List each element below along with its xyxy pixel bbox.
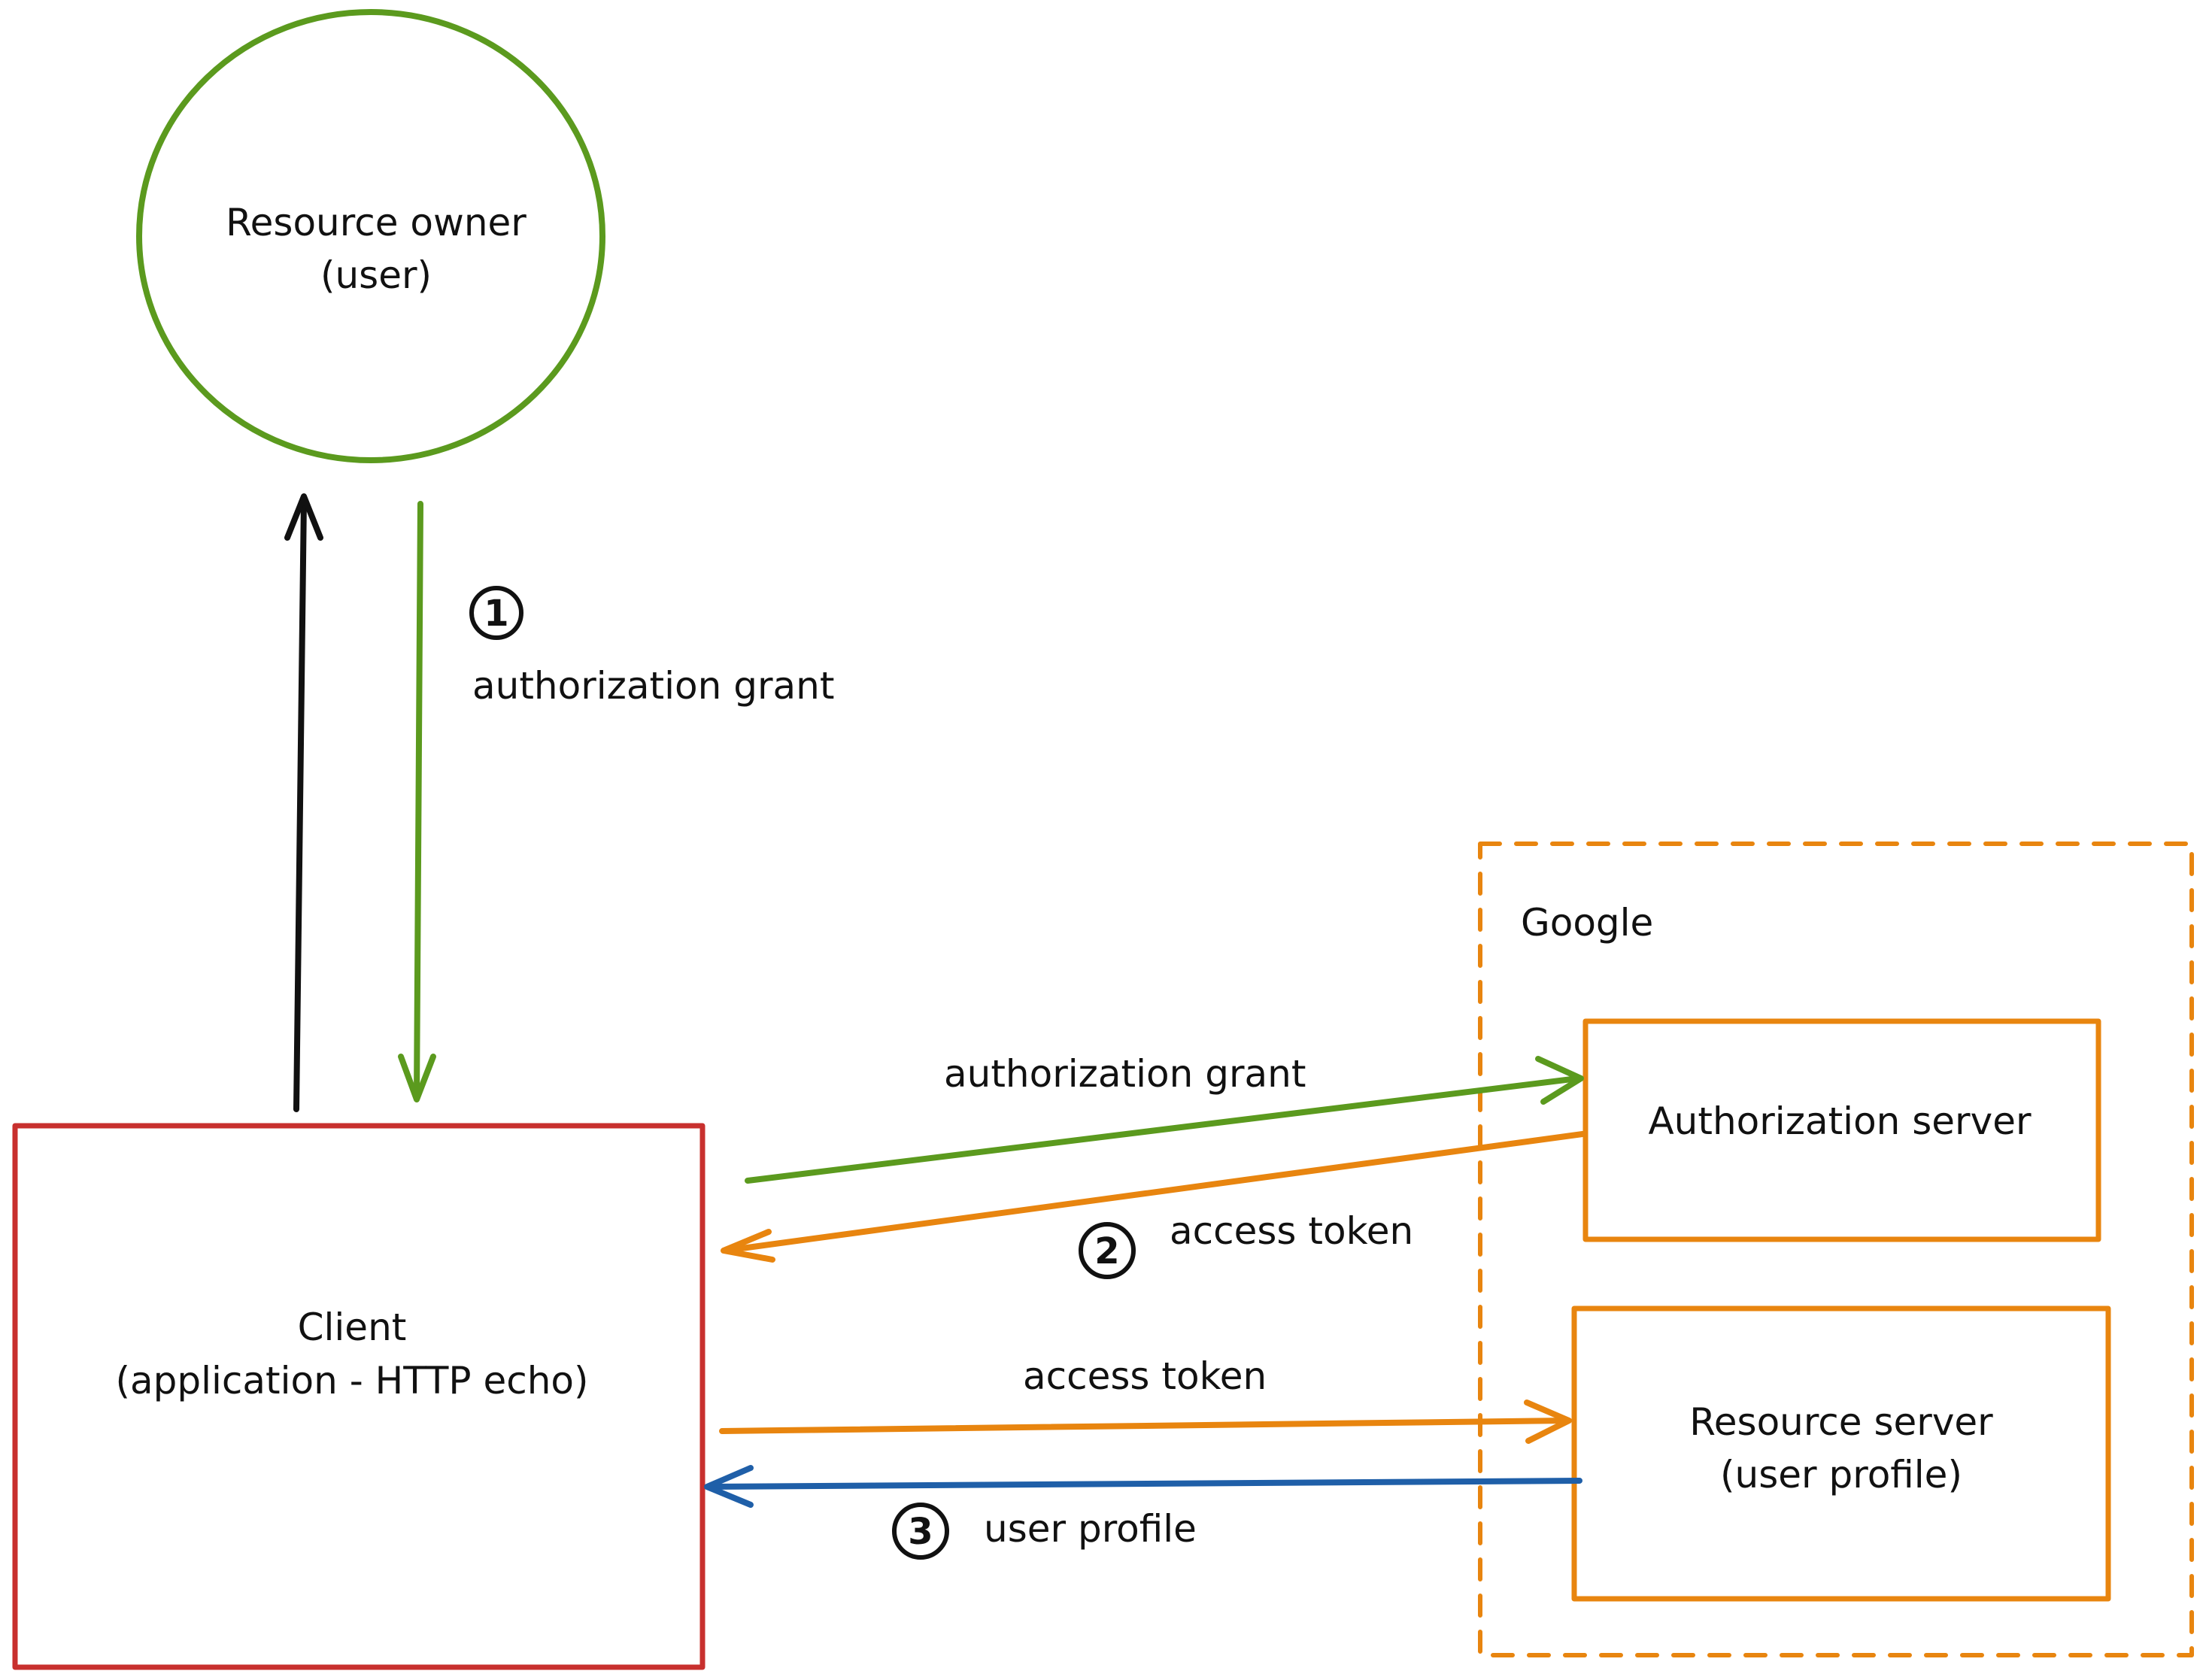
google-group-border [1478,842,2194,1657]
resource-owner-sublabel: (user) [320,253,432,297]
token-to-client-line [722,1131,1585,1254]
authorization-server-label: Authorization server [1648,1099,2032,1143]
step1-number: 1 [484,593,508,635]
client-to-owner-arrowhead [284,493,323,541]
resource-server-label: Resource server [1689,1400,1993,1444]
client-box [12,1123,705,1670]
client-to-owner-line [293,497,307,1112]
authorization-server-box [1582,1018,2101,1242]
step3-label: user profile [984,1507,1197,1551]
token-to-resource-line [719,1418,1570,1434]
owner-to-client-arrowhead [398,1054,436,1102]
token-to-client-arrowhead [721,1229,775,1263]
grant-to-auth-line [745,1075,1581,1184]
client-node: Client (application - HTTP echo) [12,1123,705,1670]
resource-owner-label: Resource owner [226,201,526,244]
step2-badge: 2 [1079,1222,1136,1279]
resource-server-box [1571,1305,2111,1602]
google-group: Google [1478,842,2194,1657]
step3-number: 3 [908,1511,933,1553]
google-label: Google [1521,901,1653,945]
client-to-owner-arrow [284,493,323,1112]
step2-label: access token [1170,1209,1413,1253]
authorization-server-node: Authorization server [1582,1018,2101,1242]
grant-to-auth-arrow [745,1056,1584,1184]
step3-circle [892,1503,949,1560]
step3-badge: 3 [892,1503,949,1560]
profile-to-client-arrowhead [704,1465,754,1508]
step1-badge: 1 [469,586,523,640]
resource-owner-circle [136,9,605,463]
grant-to-auth-label: authorization grant [944,1052,1306,1096]
step1-circle [469,586,523,640]
profile-to-client-arrow [704,1465,1582,1508]
resource-server-node: Resource server (user profile) [1571,1305,2111,1602]
profile-to-client-line [706,1478,1582,1490]
token-to-resource-arrow [719,1399,1572,1444]
step2-circle [1079,1222,1136,1279]
token-to-resource-arrowhead [1524,1399,1572,1444]
client-label: Client [298,1305,407,1349]
step2-number: 2 [1094,1230,1119,1272]
token-to-client-arrow [721,1131,1585,1263]
owner-to-client-arrow [398,501,436,1102]
resource-owner-node: Resource owner (user) [136,9,605,463]
owner-to-client-line [414,501,423,1101]
client-sublabel: (application - HTTP echo) [115,1359,588,1403]
resource-server-sublabel: (user profile) [1720,1453,1962,1497]
step1-label: authorization grant [472,664,834,708]
grant-to-auth-arrowhead [1535,1056,1584,1105]
token-to-resource-label: access token [1023,1354,1267,1398]
